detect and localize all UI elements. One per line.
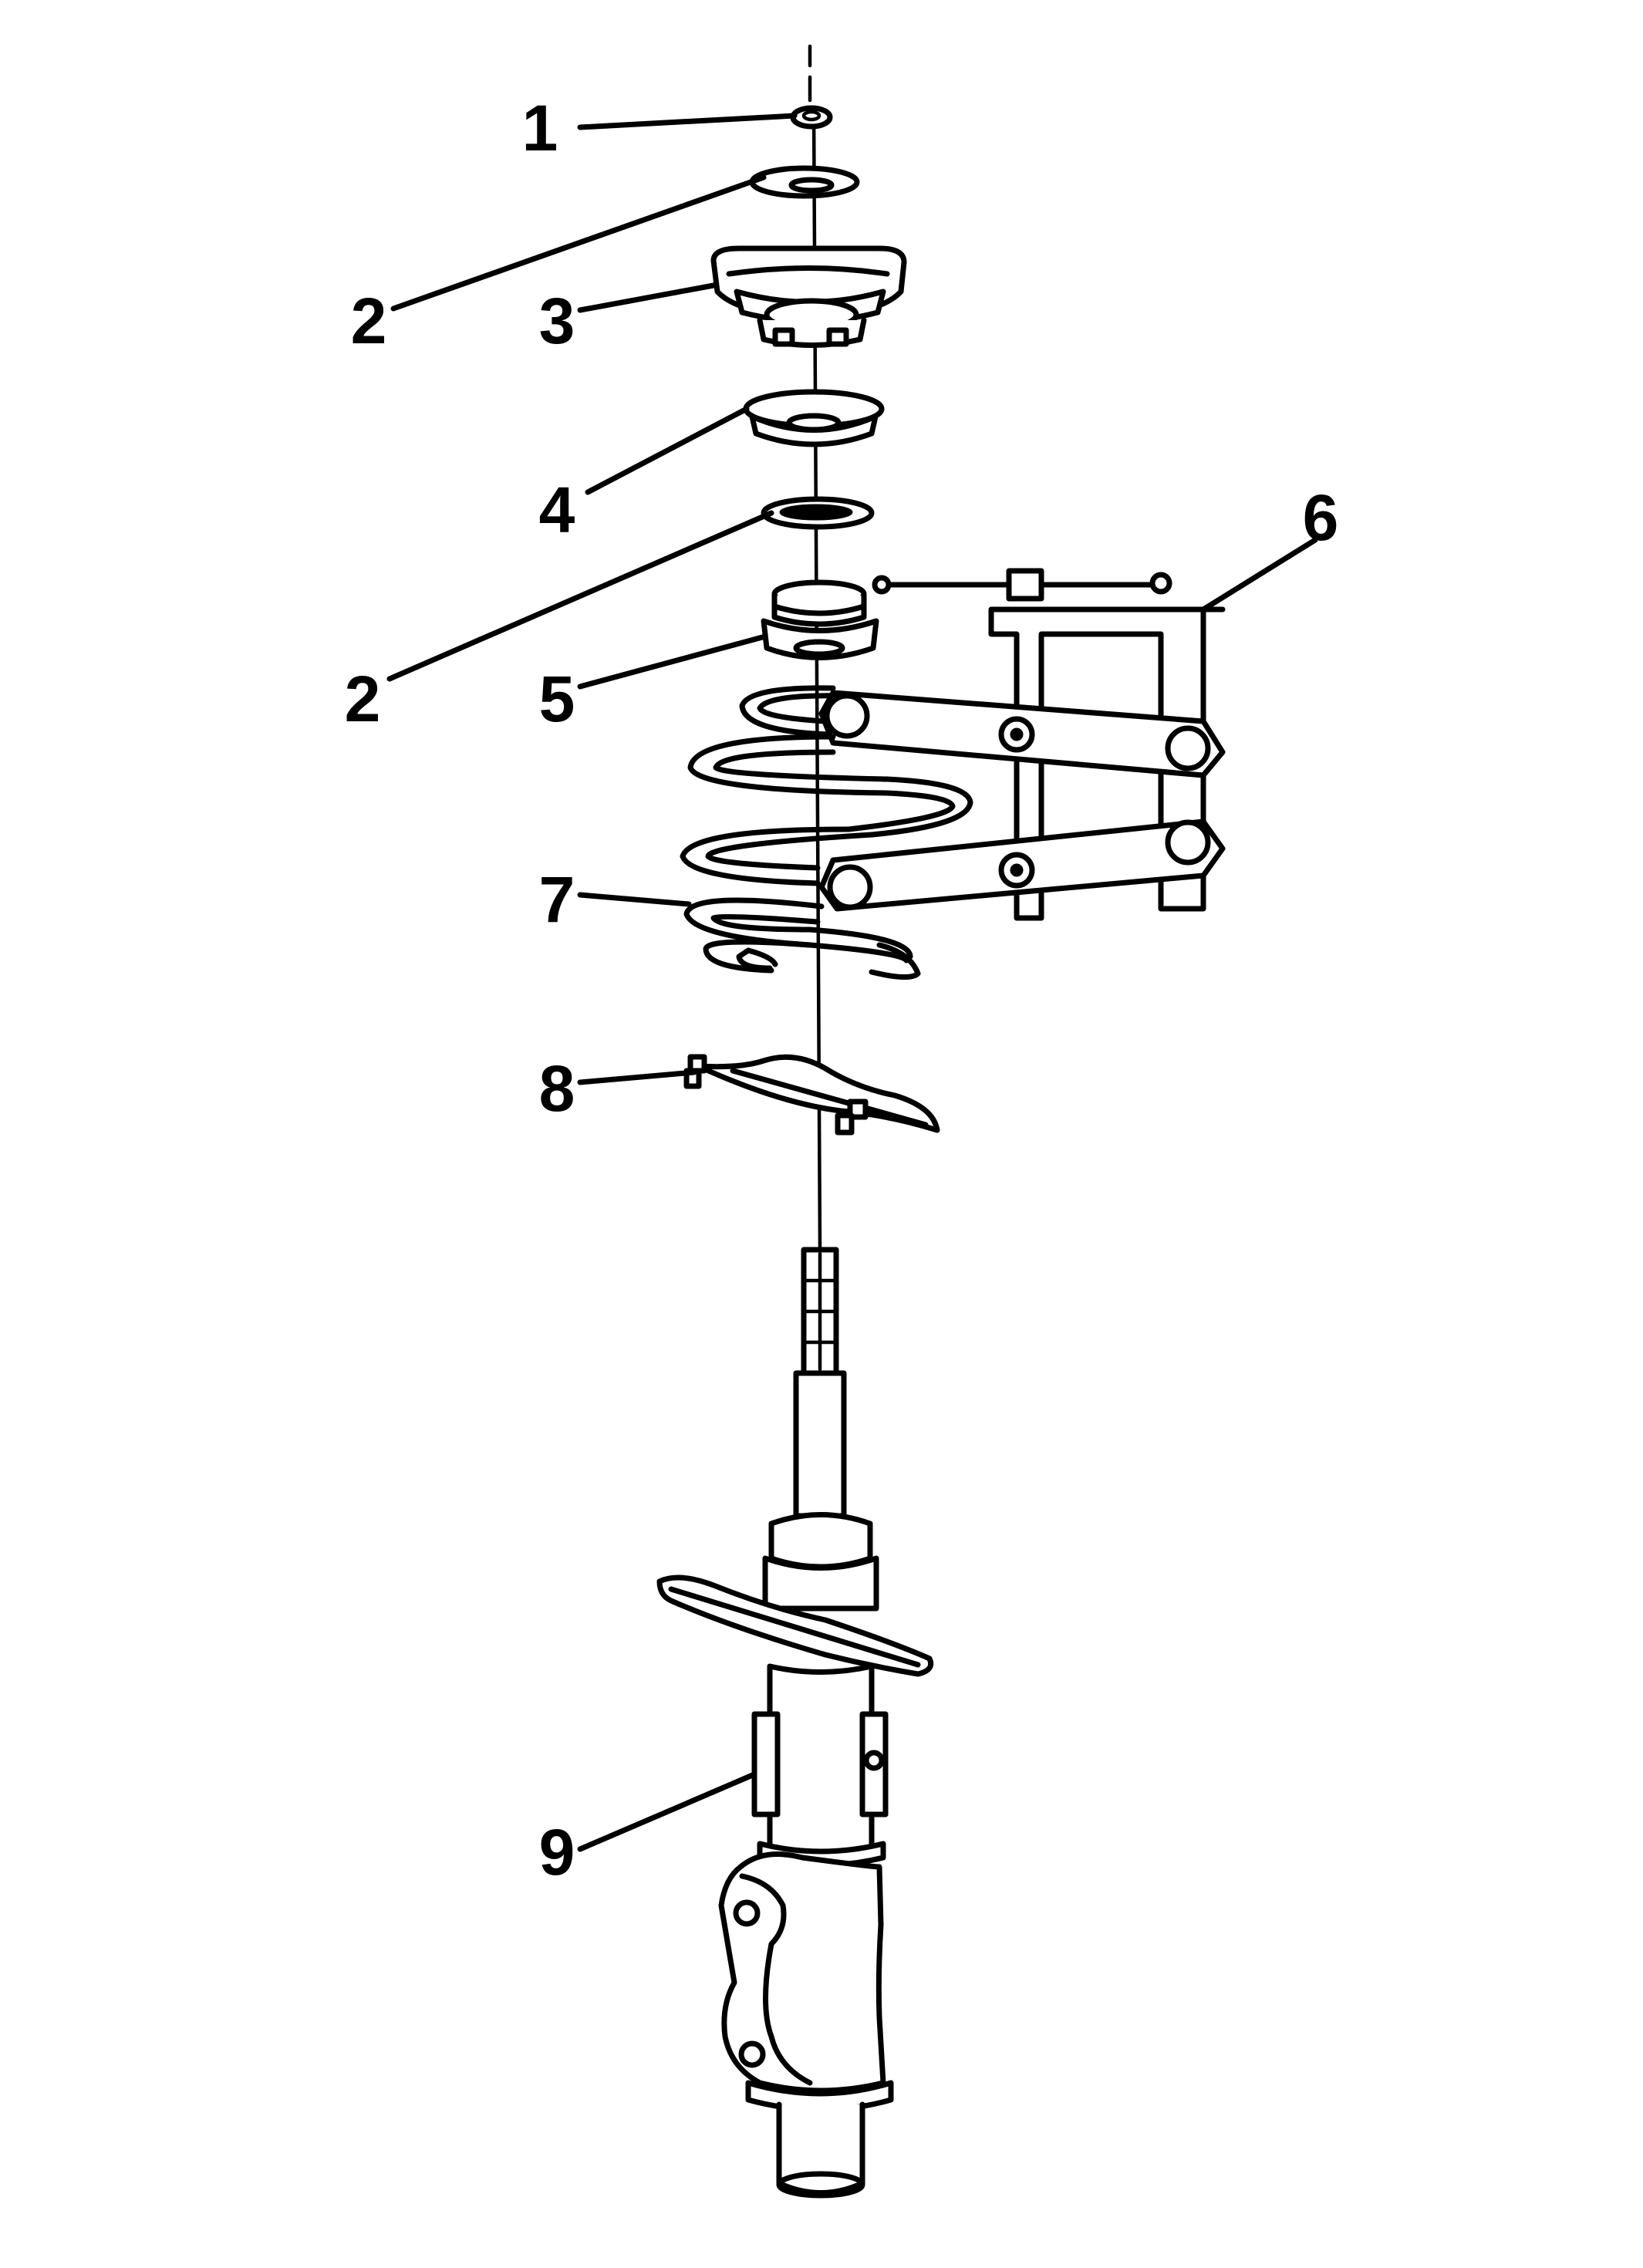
part-strut-body: [656, 1512, 934, 2199]
part-nut: [790, 105, 833, 130]
callout-8: 8: [539, 1052, 575, 1125]
callout-2-upper: 2: [351, 285, 387, 357]
callout-6: 6: [1303, 481, 1339, 554]
callout-2-lower: 2: [345, 663, 381, 735]
part-upper-washer: [749, 165, 860, 199]
callout-7: 7: [539, 863, 575, 936]
callout-5: 5: [539, 663, 575, 735]
callout-4: 4: [539, 474, 575, 546]
callout-1: 1: [522, 92, 558, 164]
part-spring-compressor: [818, 568, 1226, 921]
leader-lines: [386, 113, 1318, 1852]
callout-9: 9: [539, 1816, 575, 1888]
part-jounce-bumper: [761, 579, 879, 660]
part-spring-seat: [683, 1054, 940, 1136]
callout-3: 3: [539, 285, 575, 357]
part-coil-spring: [680, 685, 973, 980]
part-bearing: [743, 389, 885, 447]
callout-labels: 1 2 3 4 2 5 6 7 8 9: [345, 92, 1339, 1888]
part-lower-washer: [761, 496, 875, 530]
part-piston-rod: [793, 1247, 847, 1519]
part-strut-mount: [710, 245, 907, 348]
